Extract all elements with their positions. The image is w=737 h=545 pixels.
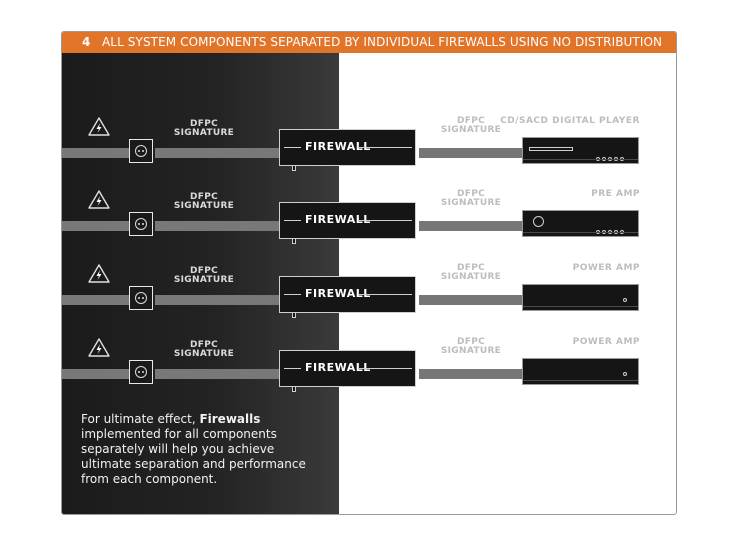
cable-label-line1: DFPC [189,266,219,276]
volume-knob-icon [533,216,544,227]
firewall-label: FIREWALL [305,361,371,374]
power-led-icon [623,372,627,376]
firewall-unit: FIREWALL [279,350,416,392]
lightning-bolt-icon [88,190,110,209]
firewall-label: FIREWALL [305,213,371,226]
footnote-bold: Firewalls [199,412,261,426]
device-name: PRE AMP [591,189,640,199]
footnote-post: implemented for all components separatel… [81,427,306,486]
power-cable [62,221,130,231]
signature-cable [419,221,522,231]
firewall-unit: FIREWALL [279,276,416,318]
power-cable [62,369,130,379]
pre-amp-unit [522,210,639,237]
firewall-unit: FIREWALL [279,129,416,171]
cable-label-line2: SIGNATURE [173,128,235,138]
power-cable [155,148,280,158]
power-cable [62,295,130,305]
footnote-pre: For ultimate effect, [81,412,200,426]
cable-label-line2: SIGNATURE [173,201,235,211]
cable-label-line1: DFPC [456,116,486,126]
power-amp-unit [522,284,639,311]
cable-label-line1: DFPC [189,192,219,202]
lightning-bolt-icon [88,117,110,136]
signature-cable [419,148,522,158]
power-cable [155,221,280,231]
diagram-header: 4 ALL SYSTEM COMPONENTS SEPARATED BY IND… [62,32,676,70]
power-led-icon [623,298,627,302]
cable-label-line1: DFPC [456,337,486,347]
signature-cable [419,369,522,379]
control-buttons [596,219,626,238]
cable-label-line2: SIGNATURE [440,346,502,356]
cable-label-line1: DFPC [189,340,219,350]
power-amp-unit [522,358,639,385]
device-name: POWER AMP [572,337,640,347]
power-cable [62,148,130,158]
signature-cable [419,295,522,305]
cable-label-line1: DFPC [189,119,219,129]
firewall-unit: FIREWALL [279,202,416,244]
footnote-text: For ultimate effect, Firewalls implement… [81,412,321,487]
cable-label-line2: SIGNATURE [440,125,502,135]
step-number: 4 [82,35,91,49]
firewall-label: FIREWALL [305,140,371,153]
lightning-bolt-icon [88,264,110,283]
power-cable [155,369,280,379]
power-cable [155,295,280,305]
cable-label-line1: DFPC [456,263,486,273]
power-outlet-icon [129,139,153,163]
disc-tray [529,147,573,151]
cd-player-unit [522,137,639,164]
firewall-label: FIREWALL [305,287,371,300]
power-outlet-icon [129,286,153,310]
power-outlet-icon [129,360,153,384]
cable-label-line2: SIGNATURE [440,272,502,282]
cable-label-line1: DFPC [456,189,486,199]
lightning-bolt-icon [88,338,110,357]
control-buttons [596,146,626,165]
device-name: POWER AMP [572,263,640,273]
power-outlet-icon [129,212,153,236]
cable-label-line2: SIGNATURE [173,349,235,359]
cable-label-line2: SIGNATURE [173,275,235,285]
cable-label-line2: SIGNATURE [440,198,502,208]
diagram-frame: 4 ALL SYSTEM COMPONENTS SEPARATED BY IND… [61,31,677,515]
device-name: CD/SACD DIGITAL PLAYER [500,116,640,126]
